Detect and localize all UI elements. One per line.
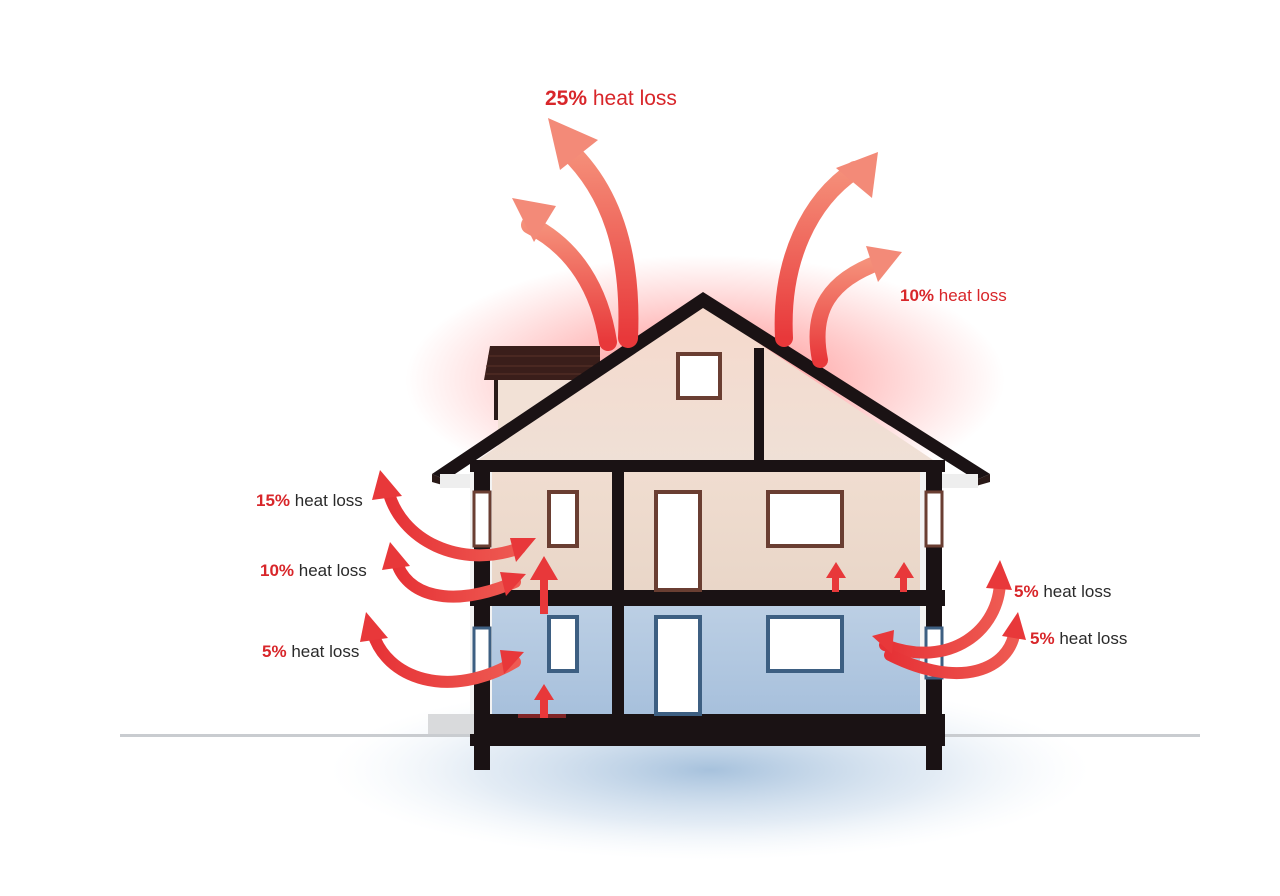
roof-heat-arrows	[521, 140, 888, 368]
house-frame	[470, 348, 945, 770]
label-roof-main: 25% heat loss	[545, 88, 677, 109]
entrance-step	[428, 714, 474, 734]
label-wall-right-lower-pct: 5%	[1030, 629, 1055, 648]
right-wall-heat-arrows	[879, 574, 1021, 680]
label-wall-right-upper-pct: 5%	[1014, 582, 1039, 601]
label-roof-main-text: heat loss	[592, 87, 677, 110]
label-wall-left-lower-text: heat loss	[291, 642, 360, 661]
main-roof	[432, 292, 990, 488]
roof-arrow-heads	[512, 118, 902, 282]
label-wall-left-middle: 10% heat loss	[260, 562, 367, 579]
label-wall-left-middle-text: heat loss	[298, 561, 367, 580]
label-wall-left-middle-pct: 10%	[260, 561, 295, 580]
label-wall-right-upper: 5% heat loss	[1014, 583, 1111, 600]
right-wall-arrow-heads	[872, 560, 1026, 654]
label-wall-right-lower: 5% heat loss	[1030, 630, 1127, 647]
label-wall-left-upper-text: heat loss	[294, 491, 363, 510]
left-wall-heat-arrows	[366, 484, 526, 688]
windows	[472, 352, 944, 716]
label-wall-right-lower-text: heat loss	[1059, 629, 1128, 648]
label-wall-right-upper-text: heat loss	[1043, 582, 1112, 601]
label-roof-main-pct: 25%	[545, 87, 588, 110]
label-roof-right-text: heat loss	[938, 286, 1007, 305]
label-roof-right: 10% heat loss	[900, 287, 1007, 304]
left-wall-arrow-heads	[360, 470, 536, 674]
label-wall-left-lower: 5% heat loss	[262, 643, 359, 660]
interior-rising-arrows	[518, 556, 914, 718]
label-wall-left-lower-pct: 5%	[262, 642, 287, 661]
label-roof-right-pct: 10%	[900, 286, 935, 305]
label-wall-left-upper: 15% heat loss	[256, 492, 363, 509]
label-wall-left-upper-pct: 15%	[256, 491, 291, 510]
